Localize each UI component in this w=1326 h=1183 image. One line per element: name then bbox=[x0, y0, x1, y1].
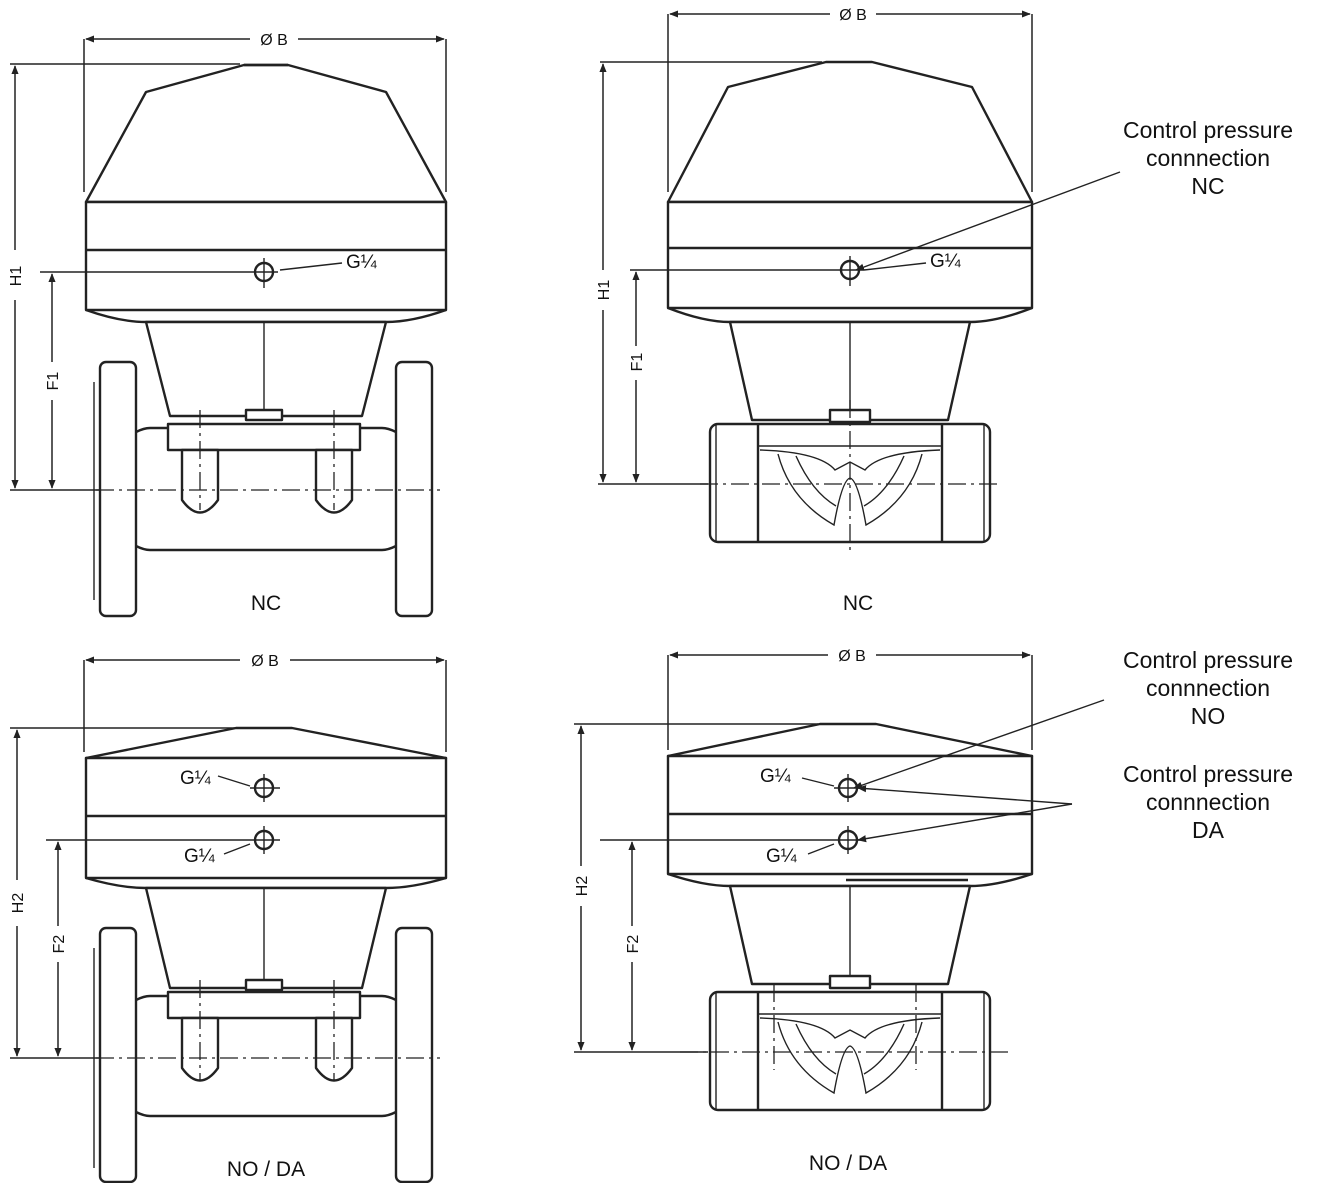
caption-nc: NC bbox=[251, 592, 281, 615]
port-label: G¼ bbox=[346, 252, 378, 273]
port-label-lower: G¼ bbox=[766, 846, 798, 867]
view-nc-flanged: Ø B G¼ H1 bbox=[8, 32, 448, 618]
h1-label: H1 bbox=[596, 280, 613, 301]
caption-no-da: NO / DA bbox=[809, 1152, 887, 1175]
port-label-upper: G¼ bbox=[180, 768, 212, 789]
f2-label: F2 bbox=[51, 935, 68, 954]
callout-no-line1: Control pressure bbox=[1123, 647, 1293, 673]
caption-nc: NC bbox=[843, 592, 873, 615]
caption-no-da: NO / DA bbox=[227, 1158, 305, 1181]
callout-nc-line2: connnection bbox=[1146, 145, 1270, 171]
f2-label: F2 bbox=[625, 935, 642, 954]
callout-nc-line3: NC bbox=[1191, 173, 1224, 199]
diameter-label: Ø B bbox=[251, 653, 279, 670]
f1-label: F1 bbox=[45, 372, 62, 391]
callout-da-line3: DA bbox=[1192, 817, 1225, 843]
view-no-da-threaded: Ø B G¼ G¼ H2 bbox=[574, 647, 1293, 1175]
callout-da-line1: Control pressure bbox=[1123, 761, 1293, 787]
port-label-upper: G¼ bbox=[760, 766, 792, 787]
diameter-label: Ø B bbox=[838, 648, 866, 665]
callout-da-line2: connnection bbox=[1146, 789, 1270, 815]
h1-label: H1 bbox=[8, 266, 25, 287]
callout-nc-line1: Control pressure bbox=[1123, 117, 1293, 143]
view-no-da-flanged: Ø B G¼ G¼ H2 F2 bbox=[10, 653, 448, 1183]
port-label-lower: G¼ bbox=[184, 846, 216, 867]
callout-no-line3: NO bbox=[1191, 703, 1226, 729]
h2-label: H2 bbox=[10, 893, 27, 914]
diameter-label: Ø B bbox=[839, 7, 867, 24]
h2-label: H2 bbox=[574, 876, 591, 897]
f1-label: F1 bbox=[629, 353, 646, 372]
port-label: G¼ bbox=[930, 251, 962, 272]
callout-no-line2: connnection bbox=[1146, 675, 1270, 701]
view-nc-threaded: Ø B G¼ H1 F1 C bbox=[596, 7, 1293, 615]
diameter-label: Ø B bbox=[260, 32, 288, 49]
